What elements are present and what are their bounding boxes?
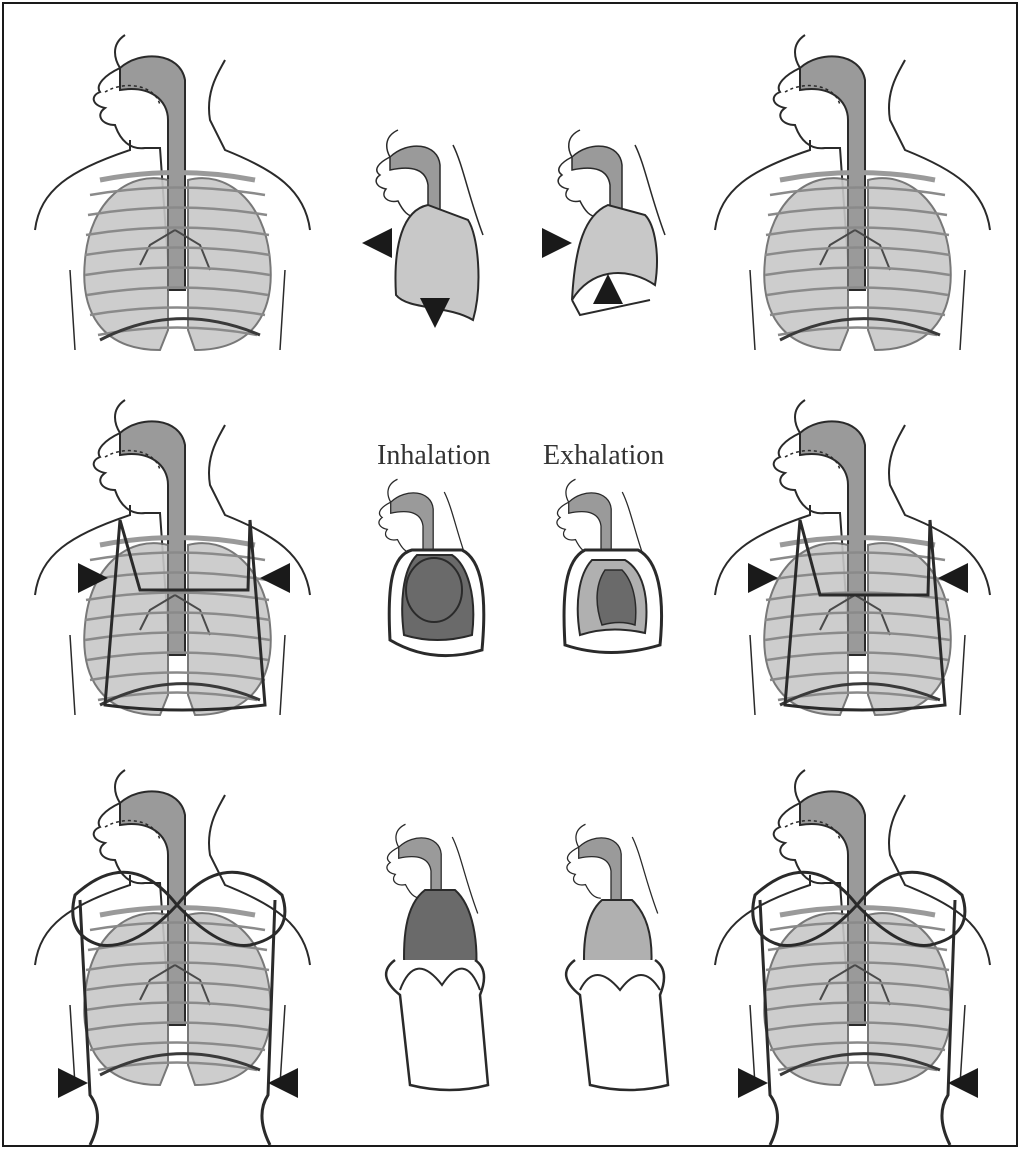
torso-row3-left <box>35 770 310 1145</box>
sideview-row2-inhalation <box>379 479 484 655</box>
torso-row2-left <box>35 400 310 715</box>
inhalation-label: Inhalation <box>377 440 491 472</box>
sideview-row3-exhalation <box>566 824 668 1090</box>
sideview-row2-exhalation <box>557 479 662 652</box>
torso-row1-left <box>35 35 310 350</box>
torso-row2-right <box>715 400 990 715</box>
torso-row3-right <box>715 770 990 1145</box>
exhalation-label: Exhalation <box>543 440 664 472</box>
sideview-row1-exhalation <box>558 130 665 315</box>
sideview-row1-inhalation <box>376 130 483 320</box>
sideview-row3-inhalation <box>386 824 488 1090</box>
torso-row1-right <box>715 35 990 350</box>
